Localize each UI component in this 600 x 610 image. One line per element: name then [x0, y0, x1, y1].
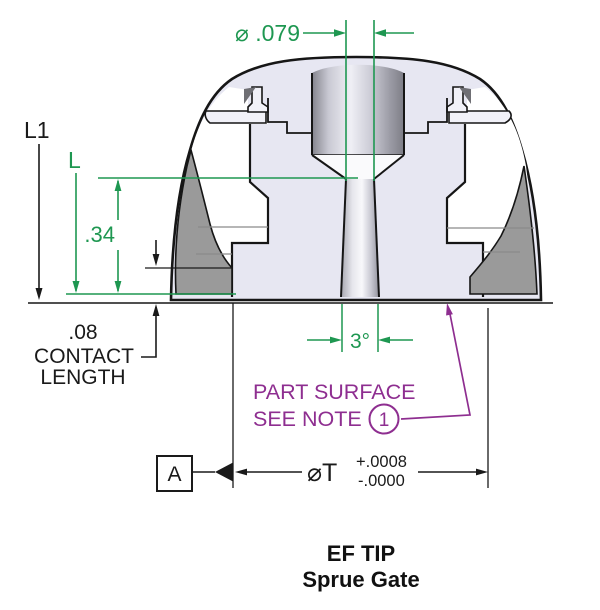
depth-label: .34 [84, 222, 115, 247]
note-leader-arrow [446, 303, 453, 316]
part-surface-note: PART SURFACE SEE NOTE 1 [253, 303, 472, 435]
dimension-extension-lines-green [66, 177, 358, 295]
dimension-diameter-t: A ⌀T +.0008 -.0000 [156, 303, 489, 492]
l1-label: L1 [24, 117, 50, 143]
right-seal-wedge [459, 87, 471, 104]
tolerance-minus: -.0000 [358, 472, 405, 490]
taper-angle-label: 3° [350, 330, 370, 353]
note-ref-balloon [368, 403, 400, 435]
title-line1: EF TIP [327, 541, 395, 566]
contact-value: .08 [68, 321, 97, 344]
right-lip-edge [404, 98, 448, 134]
dimension-contact-length: .08 CONTACT LENGTH [34, 240, 233, 389]
contact-word2: LENGTH [40, 366, 125, 389]
left-seal-wedge [244, 87, 256, 104]
dimension-depth-34: .34 [84, 179, 122, 293]
sprue-channel [341, 179, 379, 297]
diameter-t-label: ⌀T [307, 459, 337, 487]
note-line1: PART SURFACE [253, 380, 416, 404]
right-gray-seat [469, 165, 538, 295]
dimension-taper-angle: 3° [307, 304, 413, 353]
dimension-l1: L1 [24, 117, 50, 300]
left-lip-edge [267, 98, 311, 134]
datum-triangle [215, 462, 233, 482]
left-body-profile [230, 124, 270, 297]
left-seal-washer [204, 110, 267, 124]
tip-body-section [28, 55, 553, 304]
note-leader [400, 308, 472, 420]
funnel-right-edge [373, 154, 405, 180]
silhouette-edges [196, 226, 534, 255]
drawing-title: EF TIP Sprue Gate [302, 541, 419, 592]
contact-word1: CONTACT [34, 345, 134, 368]
note-line2: SEE NOTE [253, 407, 362, 431]
title-line2: Sprue Gate [302, 567, 419, 592]
tolerance-plus: +.0008 [356, 453, 407, 471]
l-label: L [68, 147, 81, 173]
dimension-l: L [68, 147, 81, 293]
sprue-left-edge [340, 178, 347, 298]
datum-a-label: A [167, 463, 181, 486]
dimension-orifice: ⌀ .079 [235, 20, 414, 181]
right-seal-washer [448, 110, 512, 124]
funnel-left-edge [311, 154, 347, 180]
bore-cylinder [312, 64, 404, 155]
note-ref-number: 1 [379, 410, 390, 431]
datum-a-box [156, 455, 193, 492]
sprue-right-edge [373, 178, 380, 298]
left-gray-seat [174, 146, 233, 295]
orifice-label: ⌀ .079 [235, 20, 300, 46]
